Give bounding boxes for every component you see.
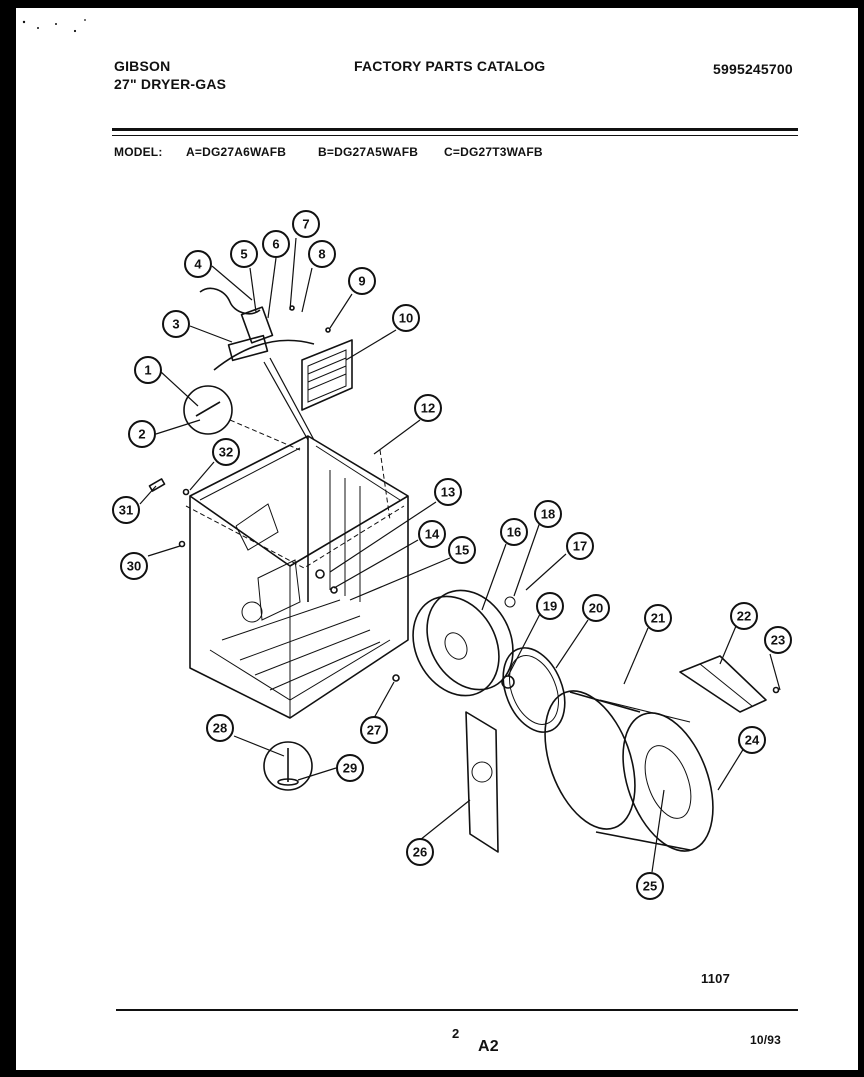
callout-28: 28: [206, 714, 234, 742]
callout-29: 29: [336, 754, 364, 782]
svg-text:27: 27: [367, 723, 381, 738]
front-bulkhead: [412, 589, 516, 697]
svg-text:31: 31: [119, 503, 133, 518]
svg-text:1: 1: [144, 363, 151, 378]
svg-text:30: 30: [127, 559, 141, 574]
svg-text:13: 13: [441, 485, 455, 500]
callout-4: 4: [184, 250, 212, 278]
section-code: A2: [478, 1038, 499, 1055]
svg-text:28: 28: [213, 721, 227, 736]
leveling-leg-detail: [263, 741, 313, 791]
svg-text:19: 19: [543, 599, 557, 614]
leader-lines: [139, 237, 781, 873]
callout-30: 30: [120, 552, 148, 580]
callout-15: 15: [448, 536, 476, 564]
callout-32: 32: [212, 438, 240, 466]
callout-26: 26: [406, 838, 434, 866]
callout-16: 16: [500, 518, 528, 546]
callout-19: 19: [536, 592, 564, 620]
svg-text:17: 17: [573, 539, 587, 554]
svg-text:12: 12: [421, 401, 435, 416]
catalog-number: 5995245700: [713, 61, 793, 77]
svg-text:10: 10: [399, 311, 413, 326]
callout-14: 14: [418, 520, 446, 548]
header-rule-thick: [112, 128, 798, 131]
catalog-title: FACTORY PARTS CATALOG: [354, 58, 546, 74]
svg-text:4: 4: [194, 257, 202, 272]
dryer-drum: [544, 690, 714, 852]
brand-name: GIBSON: [114, 58, 171, 74]
header-rule-thin: [112, 135, 798, 136]
detail-bracket-1-2: [183, 385, 301, 451]
svg-text:9: 9: [358, 274, 365, 289]
svg-text:22: 22: [737, 609, 751, 624]
callout-25: 25: [636, 872, 664, 900]
svg-text:23: 23: [771, 633, 785, 648]
page-number: 2: [452, 1026, 460, 1041]
callout-18: 18: [534, 500, 562, 528]
callout-27: 27: [360, 716, 388, 744]
lint-filter-grille: [301, 339, 353, 411]
callout-23: 23: [764, 626, 792, 654]
callout-1: 1: [134, 356, 162, 384]
dryer-cabinet: [185, 435, 409, 719]
svg-text:18: 18: [541, 507, 555, 522]
model-c: C=DG27T3WAFB: [444, 145, 543, 159]
svg-text:20: 20: [589, 601, 603, 616]
scan-specks: [22, 19, 86, 33]
svg-text:8: 8: [318, 247, 325, 262]
svg-text:16: 16: [507, 525, 521, 540]
callout-10: 10: [392, 304, 420, 332]
drum-baffle: [679, 655, 767, 713]
product-name: 27" DRYER-GAS: [114, 76, 227, 92]
footer-rule: [116, 1009, 798, 1011]
small-hardware: [148, 305, 780, 694]
drum-front-seal: [501, 647, 566, 733]
callout-9: 9: [348, 267, 376, 295]
callout-22: 22: [730, 602, 758, 630]
model-a: A=DG27A6WAFB: [186, 145, 287, 159]
model-label: MODEL:: [114, 145, 163, 159]
svg-text:32: 32: [219, 445, 233, 460]
callout-8: 8: [308, 240, 336, 268]
svg-text:6: 6: [272, 237, 279, 252]
print-date: 10/93: [750, 1033, 782, 1047]
callout-7: 7: [292, 210, 320, 238]
svg-text:21: 21: [651, 611, 665, 626]
callout-21: 21: [644, 604, 672, 632]
svg-text:26: 26: [413, 845, 427, 860]
svg-text:5: 5: [240, 247, 247, 262]
figure-number: 1107: [701, 971, 731, 986]
callout-20: 20: [582, 594, 610, 622]
duct-panel: [465, 711, 499, 853]
callout-6: 6: [262, 230, 290, 258]
svg-text:24: 24: [745, 733, 760, 748]
svg-text:14: 14: [425, 527, 440, 542]
thermostat-assembly: [199, 287, 315, 441]
model-b: B=DG27A5WAFB: [318, 145, 419, 159]
svg-text:29: 29: [343, 761, 357, 776]
callout-31: 31: [112, 496, 140, 524]
callout-3: 3: [162, 310, 190, 338]
callout-12: 12: [414, 394, 442, 422]
callout-24: 24: [738, 726, 766, 754]
callout-17: 17: [566, 532, 594, 560]
callout-13: 13: [434, 478, 462, 506]
svg-text:15: 15: [455, 543, 469, 558]
svg-text:3: 3: [172, 317, 179, 332]
callout-5: 5: [230, 240, 258, 268]
svg-text:2: 2: [138, 427, 145, 442]
svg-text:7: 7: [302, 217, 309, 232]
svg-text:25: 25: [643, 879, 657, 894]
callout-2: 2: [128, 420, 156, 448]
